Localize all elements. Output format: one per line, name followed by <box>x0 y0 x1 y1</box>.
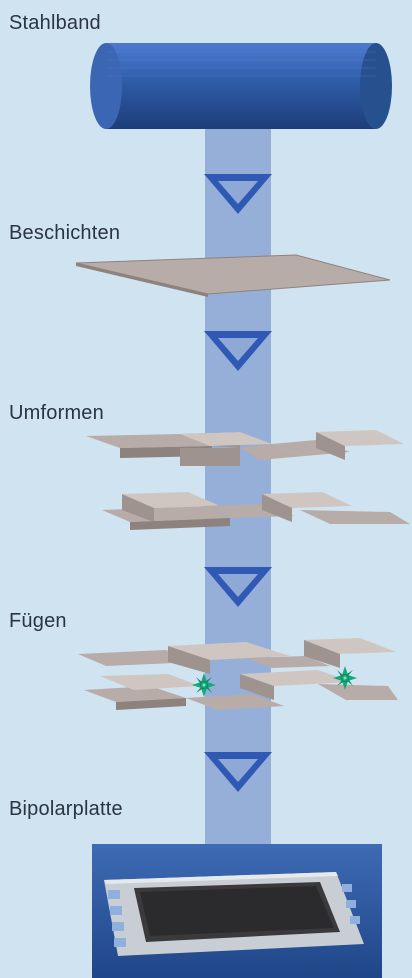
formed-profile <box>86 430 404 466</box>
formed-profile <box>102 492 410 530</box>
step-label-beschichten: Beschichten <box>9 222 121 244</box>
step-label-fuegen: Fügen <box>9 610 67 632</box>
down-arrow-icon <box>204 174 272 214</box>
flow-band <box>205 95 271 855</box>
down-arrow-icon <box>204 331 272 371</box>
steel-roll <box>90 43 392 129</box>
joined-stack <box>78 638 398 710</box>
weld-spark-icon <box>333 666 357 690</box>
step-label-umformen: Umformen <box>9 402 104 424</box>
down-arrow-icon <box>204 752 272 792</box>
weld-spark-icon <box>192 673 216 697</box>
step-label-bipolarplatte: Bipolarplatte <box>9 798 123 820</box>
step-label-stahlband: Stahlband <box>9 12 101 34</box>
bipolar-plate-image <box>92 844 382 978</box>
coated-sheet <box>75 254 391 297</box>
down-arrow-icon <box>204 567 272 607</box>
